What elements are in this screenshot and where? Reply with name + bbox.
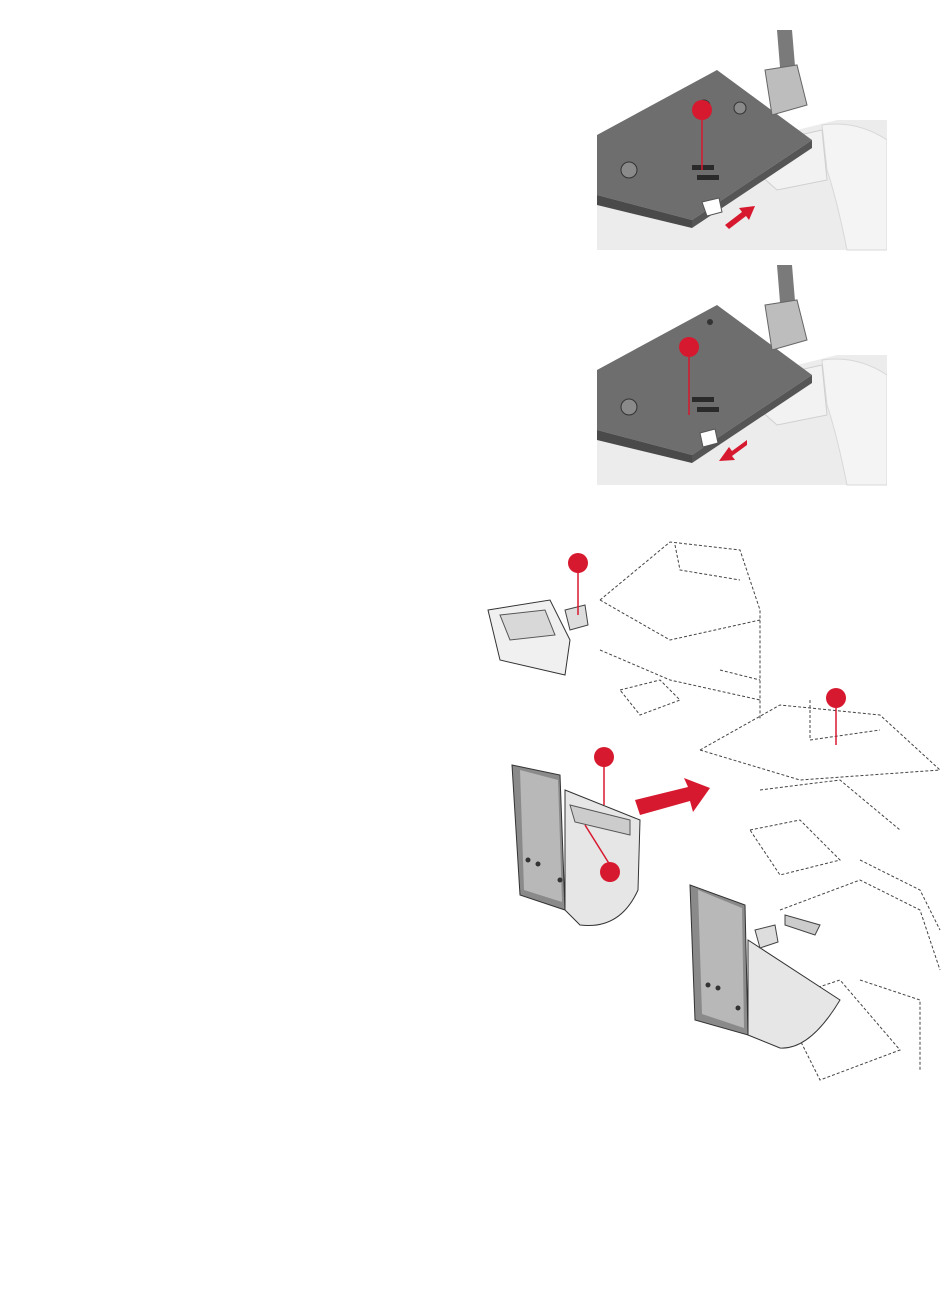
- illustration-middle: [597, 265, 887, 491]
- illustration-bottom: [480, 530, 945, 1090]
- screw: [621, 162, 637, 178]
- feed-slot: [697, 175, 719, 180]
- plate-insert-assembled: [690, 885, 840, 1048]
- callout-marker-icon: [692, 100, 712, 120]
- callout-marker-icon: [679, 337, 699, 357]
- presser-foot: [765, 300, 807, 350]
- screw: [734, 102, 746, 114]
- feed-slot: [692, 165, 714, 170]
- screw: [621, 399, 637, 415]
- callout-marker-icon: [826, 688, 846, 708]
- callout-marker-icon: [600, 862, 620, 882]
- feed-slot: [697, 407, 719, 412]
- presser-foot: [765, 65, 807, 115]
- feed-slot: [692, 397, 714, 402]
- stitch-plate-view-2: [597, 265, 887, 491]
- illustration-top: [597, 30, 887, 256]
- callout-marker-icon: [594, 747, 614, 767]
- direction-arrow-icon: [635, 778, 710, 815]
- screw-hole: [707, 319, 713, 325]
- callout-marker-icon: [568, 553, 588, 573]
- stitch-plate-view-1: [597, 30, 887, 256]
- plate-insert: [512, 765, 640, 926]
- tray-small: [488, 600, 588, 675]
- plate-insert-exploded-view: [480, 530, 945, 1090]
